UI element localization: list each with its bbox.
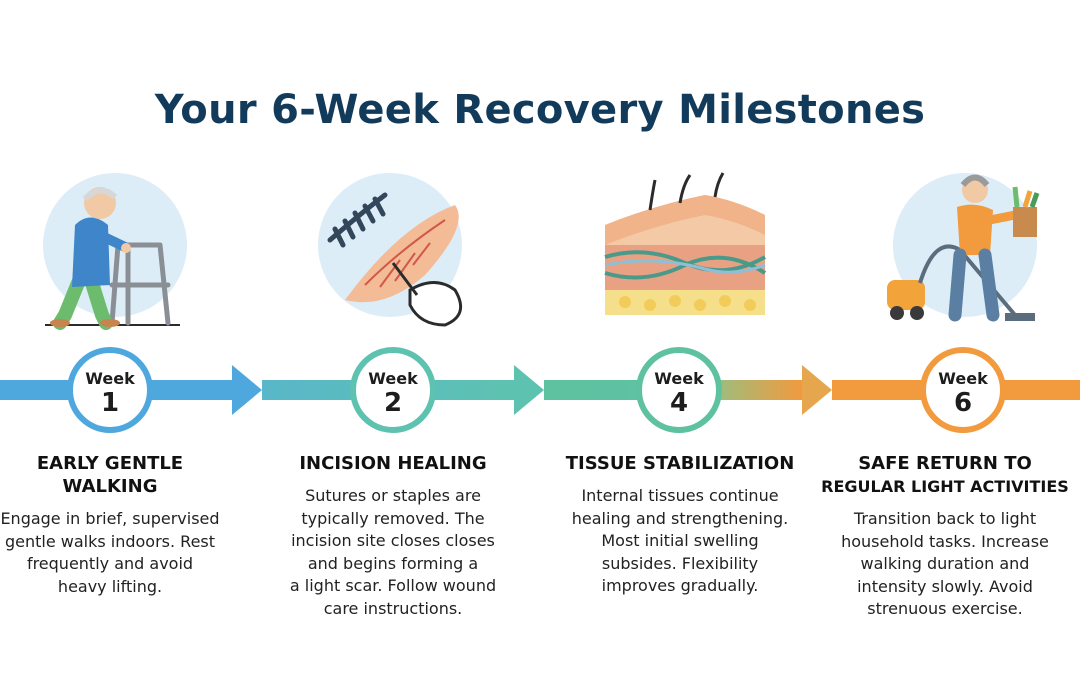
week-label: Week xyxy=(368,369,418,388)
week-number: 4 xyxy=(669,388,689,418)
woman-vacuuming-with-groceries-icon xyxy=(887,173,1040,322)
milestone-heading: TISSUE STABILIZATION xyxy=(565,453,795,474)
milestone-description: Transition back to light household tasks… xyxy=(841,509,1049,618)
timeline-arrow-track xyxy=(0,365,1080,415)
week-number: 6 xyxy=(953,388,973,418)
milestone-week-4: TISSUE STABILIZATION Internal tissues co… xyxy=(545,452,815,598)
milestone-week-6: SAFE RETURN TO REGULAR LIGHT ACTIVITIES … xyxy=(810,452,1080,621)
milestone-heading: EARLY GENTLE WALKING xyxy=(36,453,184,497)
week-badge-2: Week 2 xyxy=(350,347,436,433)
milestone-week-2: INCISION HEALING Sutures or staples are … xyxy=(258,452,528,620)
arrow-head-2 xyxy=(514,365,544,415)
arrow-head-1 xyxy=(232,365,262,415)
elderly-man-with-walker-icon xyxy=(43,173,187,330)
milestone-description: Sutures or staples are typically removed… xyxy=(289,486,497,618)
week-badge-1: Week 1 xyxy=(67,347,153,433)
milestone-week-1: EARLY GENTLE WALKING Engage in brief, su… xyxy=(0,452,245,598)
week-label: Week xyxy=(654,369,704,388)
milestone-description: Engage in brief, supervised gentle walks… xyxy=(0,509,220,596)
sutured-incision-icon xyxy=(318,173,463,327)
week-label: Week xyxy=(938,369,988,388)
week-number: 1 xyxy=(100,388,120,418)
skin-tissue-layers-icon xyxy=(604,172,767,315)
milestone-description: Internal tissues continue healing and st… xyxy=(571,486,789,595)
week-number: 2 xyxy=(383,388,403,418)
week-label: Week xyxy=(85,369,135,388)
milestone-heading: INCISION HEALING xyxy=(299,453,487,474)
page-title: Your 6-Week Recovery Milestones xyxy=(154,86,926,133)
milestone-heading: SAFE RETURN TO REGULAR LIGHT ACTIVITIES xyxy=(821,453,1069,496)
arrow-head-3 xyxy=(802,365,832,415)
week-badge-6: Week 6 xyxy=(920,347,1006,433)
week-badge-4: Week 4 xyxy=(636,347,722,433)
